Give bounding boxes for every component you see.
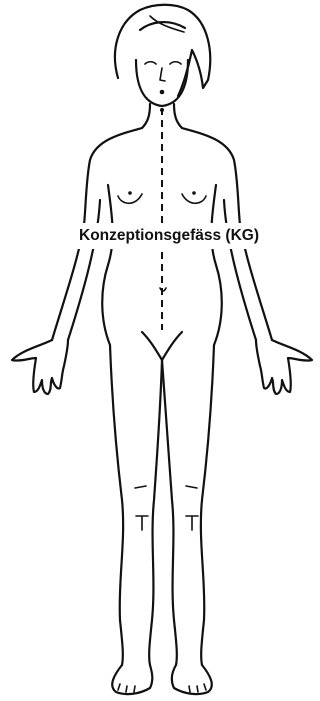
- legs: [110, 345, 214, 665]
- right-eye: [170, 62, 181, 64]
- left-knee-lower: [136, 516, 148, 530]
- right-breast: [182, 194, 206, 203]
- head: [115, 5, 210, 106]
- groin-line: [142, 332, 182, 360]
- right-toes: [189, 684, 206, 692]
- left-hand: [12, 340, 68, 394]
- neck-left: [142, 104, 150, 128]
- left-nipple: [128, 191, 132, 195]
- right-leg-inner: [162, 360, 177, 665]
- hair-outline: [115, 5, 210, 96]
- left-breast: [118, 194, 142, 203]
- left-eye: [145, 62, 156, 64]
- face-outline: [136, 60, 188, 106]
- mouth-point: [160, 90, 165, 95]
- hair-fringe: [140, 22, 185, 30]
- right-hand: [256, 340, 312, 394]
- left-shoulder: [84, 128, 142, 225]
- right-waist: [211, 185, 221, 345]
- left-leg-outer: [110, 345, 123, 665]
- neck-right: [174, 104, 182, 128]
- right-knee-upper: [186, 486, 197, 488]
- left-waist: [102, 185, 112, 345]
- left-leg-inner: [149, 360, 162, 665]
- nose: [160, 68, 165, 81]
- left-knee-upper: [135, 486, 146, 488]
- left-toes: [118, 684, 135, 692]
- right-nipple: [192, 191, 196, 195]
- right-shoulder: [182, 128, 240, 225]
- feet: [112, 665, 212, 694]
- right-leg-outer: [201, 345, 214, 665]
- meridian-point-chin: [160, 108, 164, 112]
- right-knee-lower: [186, 516, 198, 530]
- meridian-label: Konzeptionsgefäss (KG): [54, 223, 284, 249]
